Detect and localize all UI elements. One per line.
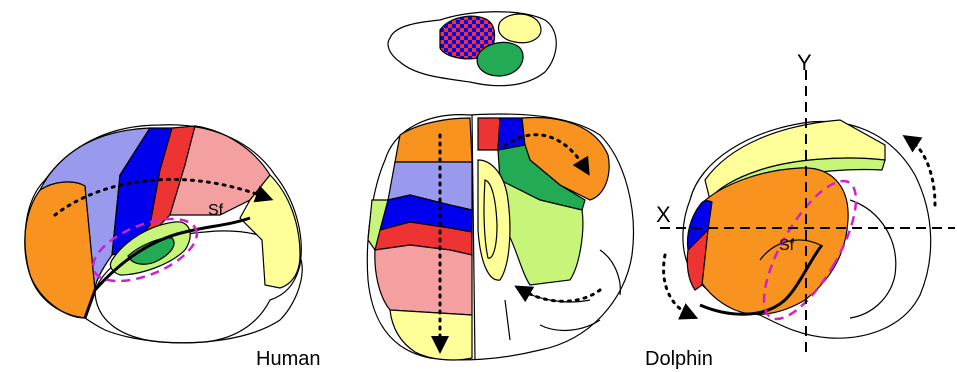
dolphin-label: Dolphin — [645, 348, 713, 370]
axis-x-label: X — [656, 202, 671, 227]
human-brain — [25, 125, 302, 343]
dorsal-brain — [367, 114, 633, 360]
schematic-brain-top — [388, 12, 556, 86]
schematic-green-region — [477, 42, 523, 76]
dolphin-brain — [660, 70, 955, 358]
dorsal-left-yellow — [390, 310, 472, 360]
dorsal-left-orange — [395, 118, 472, 162]
dorsal-left-pink — [375, 245, 472, 315]
dolphin-sf-label: Sf — [779, 237, 795, 254]
schematic-yellow-region — [498, 14, 540, 43]
dolphin-left-arrow — [664, 255, 690, 315]
human-frontal-region — [25, 182, 95, 318]
dorsal-right-red — [478, 118, 500, 150]
human-label: Human — [256, 348, 320, 370]
axis-y-label: Y — [797, 50, 812, 75]
human-sf-label: Sf — [208, 202, 224, 219]
